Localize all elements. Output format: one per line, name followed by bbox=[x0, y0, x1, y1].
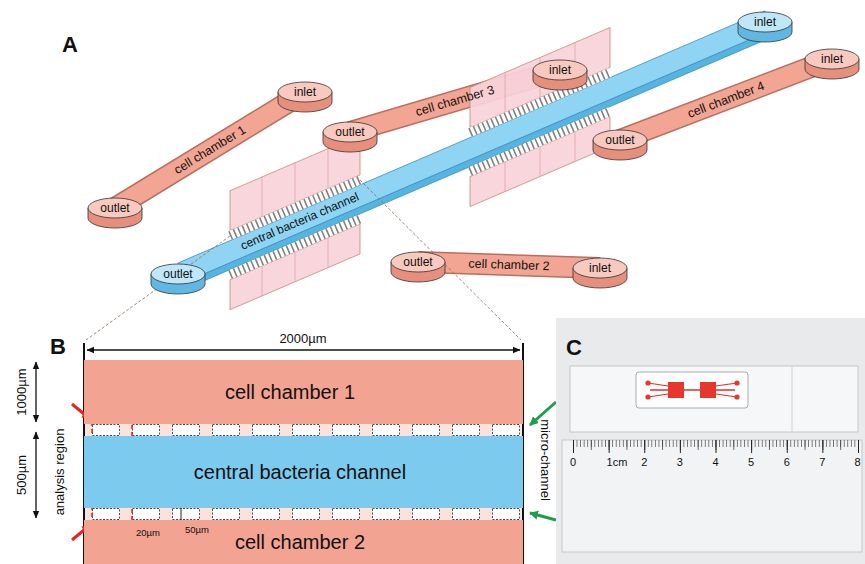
ruler-number: 0 bbox=[570, 456, 576, 469]
port-label: inlet bbox=[804, 51, 860, 67]
cylinder-top bbox=[323, 122, 377, 142]
dimension-label: 500µm bbox=[15, 455, 30, 495]
panel-letter: C bbox=[566, 335, 582, 360]
port-cylinder: outlet bbox=[322, 120, 378, 154]
ruler-number: 3 bbox=[677, 456, 683, 469]
chamber-box: cell chamber 1 bbox=[84, 360, 523, 424]
cylinder-top bbox=[278, 82, 332, 102]
panel-letter: A bbox=[62, 32, 78, 57]
device-photo bbox=[556, 318, 865, 564]
port-label: outlet bbox=[87, 200, 143, 216]
ruler-number: 8 bbox=[854, 456, 860, 469]
callout-label: micro-channel bbox=[538, 419, 553, 501]
port-cylinder: inlet bbox=[804, 47, 860, 81]
cylinder-top bbox=[533, 60, 587, 80]
chamber-label: central bacteria channel bbox=[194, 461, 406, 484]
port-cylinder: inlet bbox=[572, 256, 628, 290]
cylinder-top bbox=[738, 12, 792, 32]
chamber-box: central bacteria channel bbox=[84, 436, 523, 508]
port-cylinder: outlet bbox=[390, 250, 446, 284]
cylinder-top bbox=[593, 130, 647, 150]
port-label: inlet bbox=[277, 84, 333, 100]
port-cylinder: outlet bbox=[150, 262, 206, 296]
port-cylinder: inlet bbox=[737, 10, 793, 44]
port-cylinder: outlet bbox=[592, 128, 648, 162]
cylinder-top bbox=[573, 258, 627, 278]
chamber-label: cell chamber 1 bbox=[225, 381, 355, 404]
cylinder-top bbox=[88, 198, 142, 218]
chamber-label: cell chamber 2 bbox=[235, 531, 365, 554]
channel-top-view bbox=[36, 343, 556, 564]
ruler-number: 1cm bbox=[607, 456, 628, 469]
port-cylinder: inlet bbox=[277, 80, 333, 114]
ruler-number: 2 bbox=[641, 456, 647, 469]
port-label: outlet bbox=[322, 124, 378, 140]
chip-3d-view bbox=[86, 11, 832, 340]
chamber-label: cell chamber 2 bbox=[468, 256, 550, 273]
port-label: inlet bbox=[572, 260, 628, 276]
port-label: inlet bbox=[532, 62, 588, 78]
chamber-label: cell chamber 3 bbox=[414, 83, 496, 120]
ruler-number: 7 bbox=[819, 456, 825, 469]
ruler-number: 5 bbox=[748, 456, 754, 469]
port-cylinder: inlet bbox=[532, 58, 588, 92]
chamber-label: cell chamber 1 bbox=[172, 123, 249, 178]
port-label: inlet bbox=[737, 14, 793, 30]
port-label: outlet bbox=[150, 266, 206, 282]
port-label: outlet bbox=[592, 132, 648, 148]
dimension-label: 1000µm bbox=[15, 368, 30, 415]
chamber-label: cell chamber 4 bbox=[685, 79, 766, 121]
ruler-number: 6 bbox=[784, 456, 790, 469]
callout-label: analysis region bbox=[53, 429, 68, 516]
dimension-label: 2000µm bbox=[277, 332, 328, 347]
ruler-number: 4 bbox=[712, 456, 718, 469]
cylinder-top bbox=[391, 252, 445, 272]
dimension-label: 50µm bbox=[185, 525, 209, 536]
panel-letter: B bbox=[50, 334, 66, 359]
dimension-label: 20µm bbox=[136, 528, 160, 539]
port-cylinder: outlet bbox=[87, 196, 143, 230]
port-label: outlet bbox=[390, 254, 446, 270]
cylinder-top bbox=[805, 49, 859, 69]
cylinder-top bbox=[151, 264, 205, 284]
channel-label: central bacteria channel bbox=[239, 190, 362, 253]
